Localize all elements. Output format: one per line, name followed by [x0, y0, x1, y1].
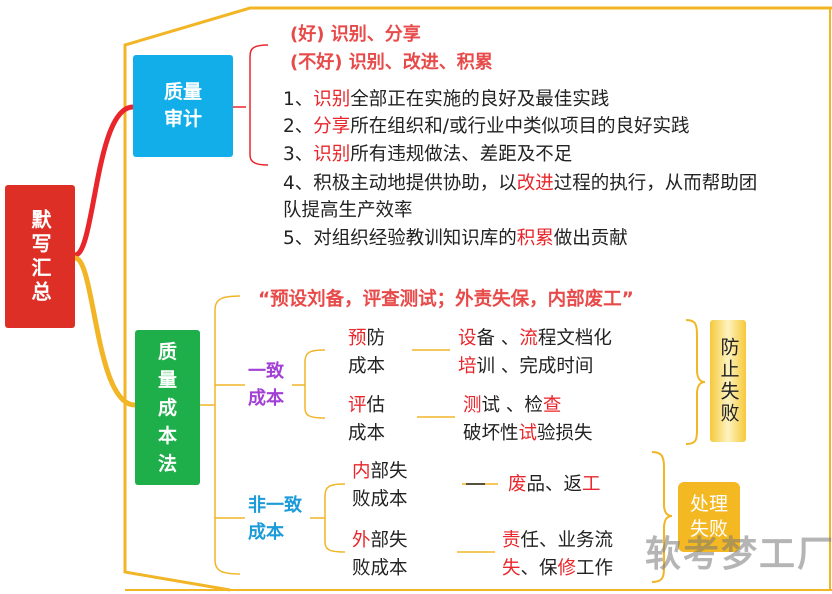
appraisal-detail: 测试 、检查 破坏性试验损失: [463, 395, 593, 444]
external-failure-detail: 责任、业务流 失、保修工作: [502, 530, 614, 579]
audit-item-2: 2、分享所在组织和/或行业中类似项目的良好实践: [283, 116, 690, 137]
audit-item-3: 3、识别所有违规做法、差距及不足: [283, 144, 573, 165]
audit-label-2: 审计: [163, 108, 202, 130]
external-failure-cost: 外部失败成本: [352, 530, 408, 579]
cost-brace: [214, 295, 241, 575]
group-frame: [123, 6, 832, 592]
root-node[interactable]: 默写汇总: [5, 185, 75, 328]
audit-good: (好) 识别、分享: [290, 24, 421, 45]
audit-item-1: 1、识别全部正在实施的良好及最佳实践: [283, 89, 610, 110]
root-to-cost-line: [73, 255, 136, 408]
handle-failure-tag: 处理失败: [678, 482, 740, 552]
audit-item-5: 5、对组织经验教训知识库的积累做出贡献: [283, 228, 628, 249]
audit-bad: (不好) 识别、改进、积累: [290, 52, 493, 73]
watermark: 软考梦工厂: [645, 534, 832, 575]
prevent-failure-tag: 防止失败: [710, 320, 746, 442]
audit-item-4-cont: 队提高生产效率: [283, 200, 413, 221]
audit-brace: [249, 44, 269, 166]
prevention-cost: 预防成本: [348, 328, 386, 377]
internal-failure-cost: 内部失败成本: [352, 461, 408, 510]
root-to-audit-line: [73, 104, 134, 258]
audit-item-4: 4、积极主动地提供协助，以改进过程的执行，从而帮助团: [283, 173, 758, 194]
appraisal-cost: 评估成本: [348, 395, 386, 444]
audit-label-1: 质量: [163, 81, 202, 103]
audit-node[interactable]: 质量 审计: [133, 55, 233, 157]
prevention-detail: 设备 、流程文档化 培训 、完成时间: [458, 328, 612, 377]
nonconform-cost-label: 非一致成本: [248, 495, 302, 543]
root-label: 默写汇总: [28, 208, 52, 305]
cost-node[interactable]: 质量成本法: [135, 330, 200, 485]
mnemonic: “预设刘备，评查测试；外责失保，内部废工”: [258, 289, 634, 310]
internal-failure-detail: 废品、返工: [508, 474, 601, 495]
conform-cost-label: 一致成本: [248, 361, 284, 409]
